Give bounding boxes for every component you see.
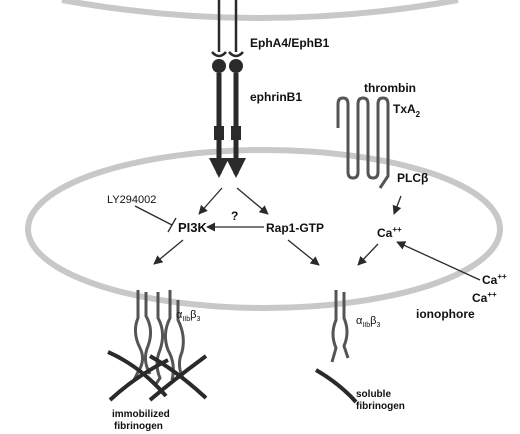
- platelet-membrane: [25, 147, 503, 311]
- thrombin-label: thrombin: [364, 81, 416, 95]
- immobilized-label-line2: fibrinogen: [114, 421, 163, 432]
- receptor-label: EphA4/EphB1: [250, 36, 330, 50]
- integrin-left-label: αIIbβ3: [176, 309, 200, 323]
- immobilized-label-line1: immobilized: [112, 409, 170, 420]
- upper-cell-membrane: [61, 0, 459, 21]
- eph-receptor: [211, 0, 244, 58]
- inhibitor-label: LY294002: [107, 194, 156, 206]
- immobilized-fibrinogen: [107, 350, 208, 402]
- soluble-label-line1: soluble: [356, 389, 391, 400]
- question-mark: ?: [231, 209, 238, 223]
- soluble-fibrinogen: [314, 368, 358, 404]
- external-calcium-1: Ca++: [482, 272, 507, 287]
- rap1-node: Rap1-GTP: [266, 221, 324, 235]
- pi3k-node: PI3K: [178, 220, 208, 235]
- inhibition-arrow: [134, 205, 177, 233]
- soluble-label-line2: fibrinogen: [356, 401, 405, 412]
- external-calcium-2: Ca++: [472, 290, 497, 305]
- pathway-arrows: [153, 187, 481, 281]
- ephrin-ligand: [209, 59, 246, 178]
- ionophore-label: ionophore: [416, 307, 475, 321]
- gpcr-receptor: [336, 96, 390, 189]
- calcium-node: Ca++: [377, 225, 402, 240]
- ligand-label: ephrinB1: [250, 90, 302, 104]
- integrin-right-label: αIIbβ3: [356, 315, 380, 329]
- plc-label: PLCβ: [397, 171, 428, 185]
- integrin-left: [132, 290, 186, 385]
- integrin-right: [330, 290, 350, 363]
- txa2-label: TxA2: [393, 102, 421, 119]
